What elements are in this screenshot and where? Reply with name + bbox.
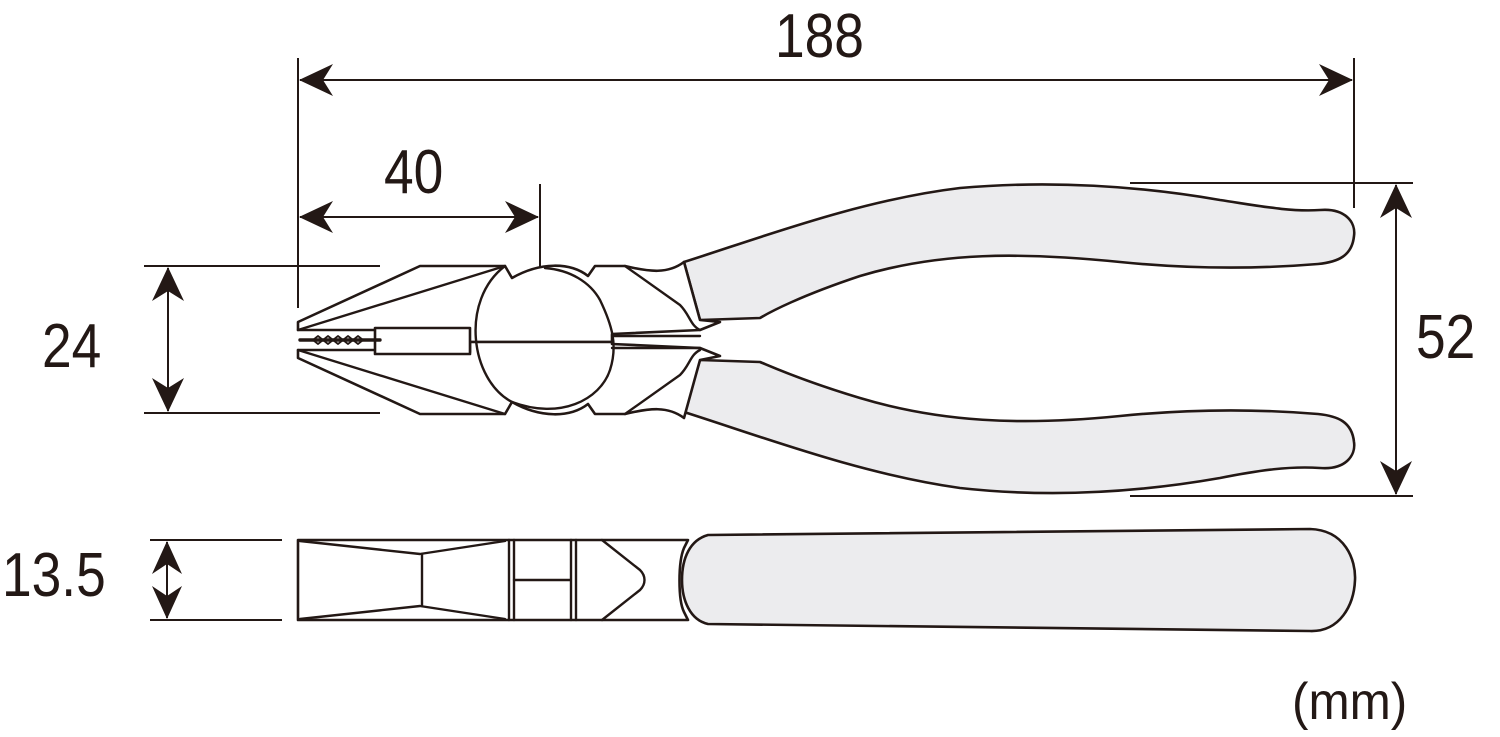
- pliers-top-view: [296, 183, 1356, 495]
- thickness-dimension: [150, 539, 282, 621]
- lower-neck-edge: [623, 348, 702, 416]
- arrow-right-icon: [505, 201, 539, 233]
- upper-neck-edge: [623, 264, 702, 332]
- overall-length-label: 188: [775, 2, 864, 71]
- unit-label: (mm): [1292, 673, 1408, 731]
- side-head: [296, 538, 690, 622]
- arrow-up-icon: [1380, 184, 1412, 218]
- head-width-label: 24: [42, 312, 102, 381]
- side-chevron: [600, 538, 646, 622]
- handle-span-label: 52: [1416, 303, 1476, 372]
- jaw-serrations: [312, 335, 364, 345]
- arrow-up-icon: [152, 267, 184, 301]
- lower-jaw-edge: [296, 348, 507, 416]
- arrow-left-icon: [299, 201, 333, 233]
- arrow-up-icon: [152, 541, 182, 574]
- arrow-down-icon: [1380, 461, 1412, 495]
- arrow-left-icon: [299, 64, 333, 96]
- upper-handle-grip: [682, 183, 1356, 322]
- head-width-dimension: [144, 265, 380, 414]
- side-handle-grip: [680, 527, 1357, 633]
- arrow-down-icon: [152, 378, 184, 412]
- arrow-down-icon: [152, 586, 182, 619]
- pivot-round: [474, 264, 615, 411]
- jaw-length-label: 40: [384, 138, 444, 207]
- lower-jaw: [296, 340, 722, 420]
- pliers-side-view: [296, 527, 1357, 633]
- lower-handle-grip: [682, 358, 1356, 495]
- upper-jaw: [296, 260, 722, 344]
- thickness-label: 13.5: [2, 541, 106, 610]
- jaw-length-dimension: [299, 184, 541, 338]
- upper-jaw-edge: [296, 264, 507, 332]
- handle-span-dimension: [1130, 182, 1413, 497]
- cutter-slot: [373, 326, 472, 356]
- arrow-right-icon: [1319, 64, 1353, 96]
